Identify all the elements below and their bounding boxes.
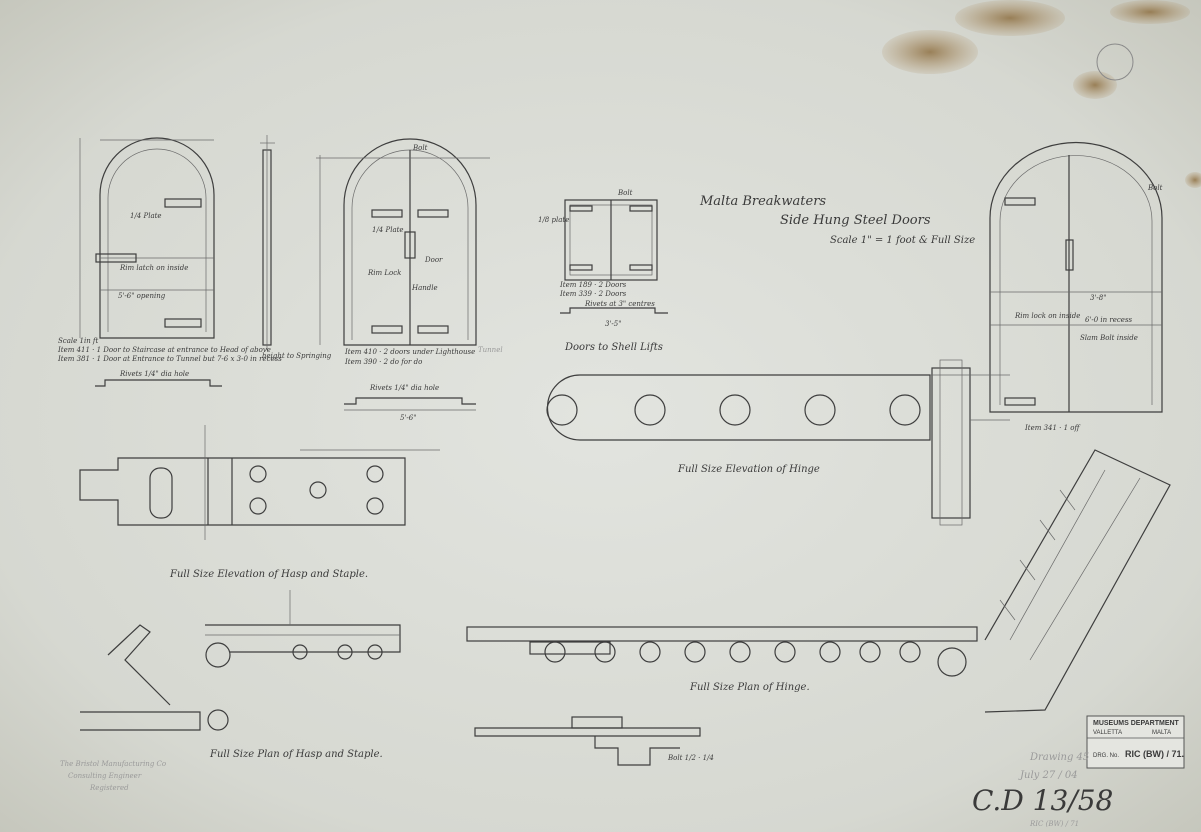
maker-line-2: Consulting Engineer xyxy=(68,772,142,780)
door-2-rim-lock: Rim Lock xyxy=(367,269,401,277)
title-line-1: Malta Breakwaters xyxy=(699,194,826,209)
door-3-spacing: 3'-8" xyxy=(1090,294,1106,302)
door-2-tunnel: Tunnel xyxy=(478,346,503,354)
door-3-rim: Rim lock on inside xyxy=(1014,312,1080,320)
door-2-item-1: Item 410 · 2 doors under Lighthouse xyxy=(344,348,475,356)
stamp-drg-label: DRG. No. xyxy=(1093,753,1119,759)
drawing-number-note: Drawing 45 xyxy=(1029,752,1089,763)
door-1-section xyxy=(260,135,275,350)
door-1-item-1: Item 411 · 1 Door to Staircase at entran… xyxy=(57,346,271,354)
door-1-bottom-note: Rivets 1/4" dia hole xyxy=(119,370,189,378)
door-3-recess: 6'-0 in recess xyxy=(1085,316,1133,324)
door-3-elevation: Bolt 3'-8" 6'-0 in recess Rim lock on in… xyxy=(989,141,1163,432)
stamp-line-1: MUSEUMS DEPARTMENT xyxy=(1093,720,1180,727)
shell-lift-doors: Bolt 1/8 plate Item 189 · 2 Doors Item 3… xyxy=(538,189,668,353)
drawing-date: July 27 / 04 xyxy=(1018,770,1078,781)
museum-stamp: MUSEUMS DEPARTMENT VALLETTA MALTA DRG. N… xyxy=(1086,715,1185,769)
door-2-item-2: Item 390 · 2 do for do xyxy=(344,358,422,366)
stamp-drg-value: RIC (BW) / 71. xyxy=(1125,749,1184,759)
water-stains xyxy=(882,0,1201,188)
door-2-door-note: Door xyxy=(424,256,443,264)
door-2-handle: Handle xyxy=(411,284,438,292)
shell-lift-item-2: Item 339 · 2 Doors xyxy=(559,290,627,298)
hinge-elevation-caption: Full Size Elevation of Hinge xyxy=(677,464,820,475)
hasp-elevation-caption: Full Size Elevation of Hasp and Staple. xyxy=(169,569,368,580)
catalogue-mark: C.D 13/58 RIC (BW) / 71 xyxy=(972,784,1113,828)
hinge-plan-caption: Full Size Plan of Hinge. xyxy=(689,682,810,693)
title-line-2: Side Hung Steel Doors xyxy=(780,213,931,228)
catalogue-number-2: RIC (BW) / 71 xyxy=(1029,820,1079,828)
door-2-elevation: Bolt 1/4 Plate Rim Lock Door Handle xyxy=(316,138,490,346)
door-2-notes: Item 410 · 2 doors under Lighthouse Item… xyxy=(344,346,503,422)
shell-lift-plate: 1/8 plate xyxy=(538,216,569,224)
catalogue-number: C.D 13/58 xyxy=(972,784,1113,817)
shell-lift-rivets: Rivets at 3" centres xyxy=(584,300,655,308)
svg-text:1/4 Plate: 1/4 Plate xyxy=(372,226,404,234)
bolt-detail: Bolt 1/2 · 1/4 xyxy=(474,716,714,766)
stamp-line-2a: VALLETTA xyxy=(1093,730,1122,736)
shell-lift-caption: Doors to Shell Lifts xyxy=(564,342,663,353)
door-2-bolt: Bolt xyxy=(412,144,428,152)
door-1-spacing: 5'-6" opening xyxy=(118,292,166,300)
door-3-slam: Slam Bolt inside xyxy=(1080,334,1138,342)
hinge-plan: Full Size Plan of Hinge. xyxy=(466,626,978,693)
bolt-note: Bolt 1/2 · 1/4 xyxy=(667,754,714,762)
maker-annotation: The Bristol Manufacturing Co Consulting … xyxy=(60,760,166,792)
door-1-item-2: Item 381 · 1 Door at Entrance to Tunnel … xyxy=(57,355,282,363)
maker-line-1: The Bristol Manufacturing Co xyxy=(60,760,166,768)
hasp-plan-caption: Full Size Plan of Hasp and Staple. xyxy=(209,749,383,760)
door-2-bottom-note: Rivets 1/4" dia hole xyxy=(369,384,439,392)
shell-lift-width: 3'-5" xyxy=(605,320,621,328)
drawing-title-block: Malta Breakwaters Side Hung Steel Doors … xyxy=(699,194,975,246)
door-1-rim: Rim latch on inside xyxy=(119,264,188,272)
shell-lift-bolt: Bolt xyxy=(617,189,633,197)
hinge-diagonal-leaf xyxy=(984,449,1171,713)
maker-line-3: Registered xyxy=(89,784,129,792)
door-2-caption: height to Springing xyxy=(262,352,332,360)
shell-lift-item-1: Item 189 · 2 Doors xyxy=(559,281,627,289)
date-annotation: Drawing 45 July 27 / 04 xyxy=(1018,752,1089,781)
door-1-elevation: 1/4 Plate Rim latch on inside 5'-6" open… xyxy=(79,137,215,339)
door-3-item: Item 341 · 1 off xyxy=(1024,424,1081,432)
door-1-scale: Scale 1in ft xyxy=(58,337,99,345)
title-line-3: Scale 1" = 1 foot & Full Size xyxy=(830,235,975,246)
svg-text:1/4 Plate: 1/4 Plate xyxy=(130,212,162,220)
door-1-notes: Scale 1in ft Item 411 · 1 Door to Stairc… xyxy=(57,337,332,387)
hasp-plan: Full Size Plan of Hasp and Staple. xyxy=(80,590,401,760)
circular-stamp xyxy=(1096,43,1134,81)
stamp-line-2b: MALTA xyxy=(1152,730,1171,736)
door-3-bolt: Bolt xyxy=(1147,184,1163,192)
door-2-width: 5'-6" xyxy=(400,414,416,422)
hinge-elevation: Full Size Elevation of Hinge xyxy=(546,359,1010,526)
hasp-elevation: Full Size Elevation of Hasp and Staple. xyxy=(79,425,440,580)
